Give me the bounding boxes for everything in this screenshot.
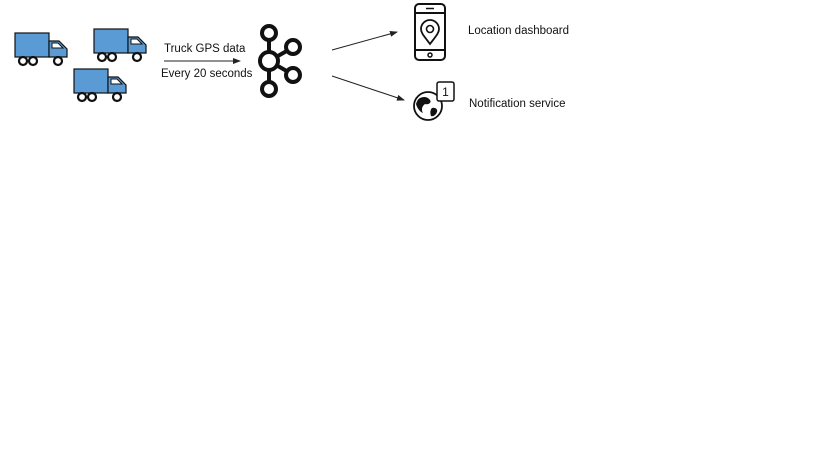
dashboard-arrow	[331, 30, 398, 51]
truck-icon	[13, 31, 69, 67]
edge-label-interval: Every 20 seconds	[161, 68, 253, 80]
notification-arrow	[331, 75, 405, 101]
edge-label-gps-data: Truck GPS data	[164, 43, 246, 55]
notification-badge	[436, 81, 455, 102]
notification-badge-count: 1	[442, 85, 449, 99]
location-dashboard-label: Location dashboard	[468, 25, 570, 37]
globe-notification-icon: 1	[413, 81, 455, 121]
truck-icon	[92, 27, 148, 63]
kafka-icon	[258, 24, 302, 98]
truck-icon	[72, 67, 128, 103]
smartphone-location-icon	[414, 3, 446, 61]
notification-service-label: Notification service	[469, 98, 566, 110]
